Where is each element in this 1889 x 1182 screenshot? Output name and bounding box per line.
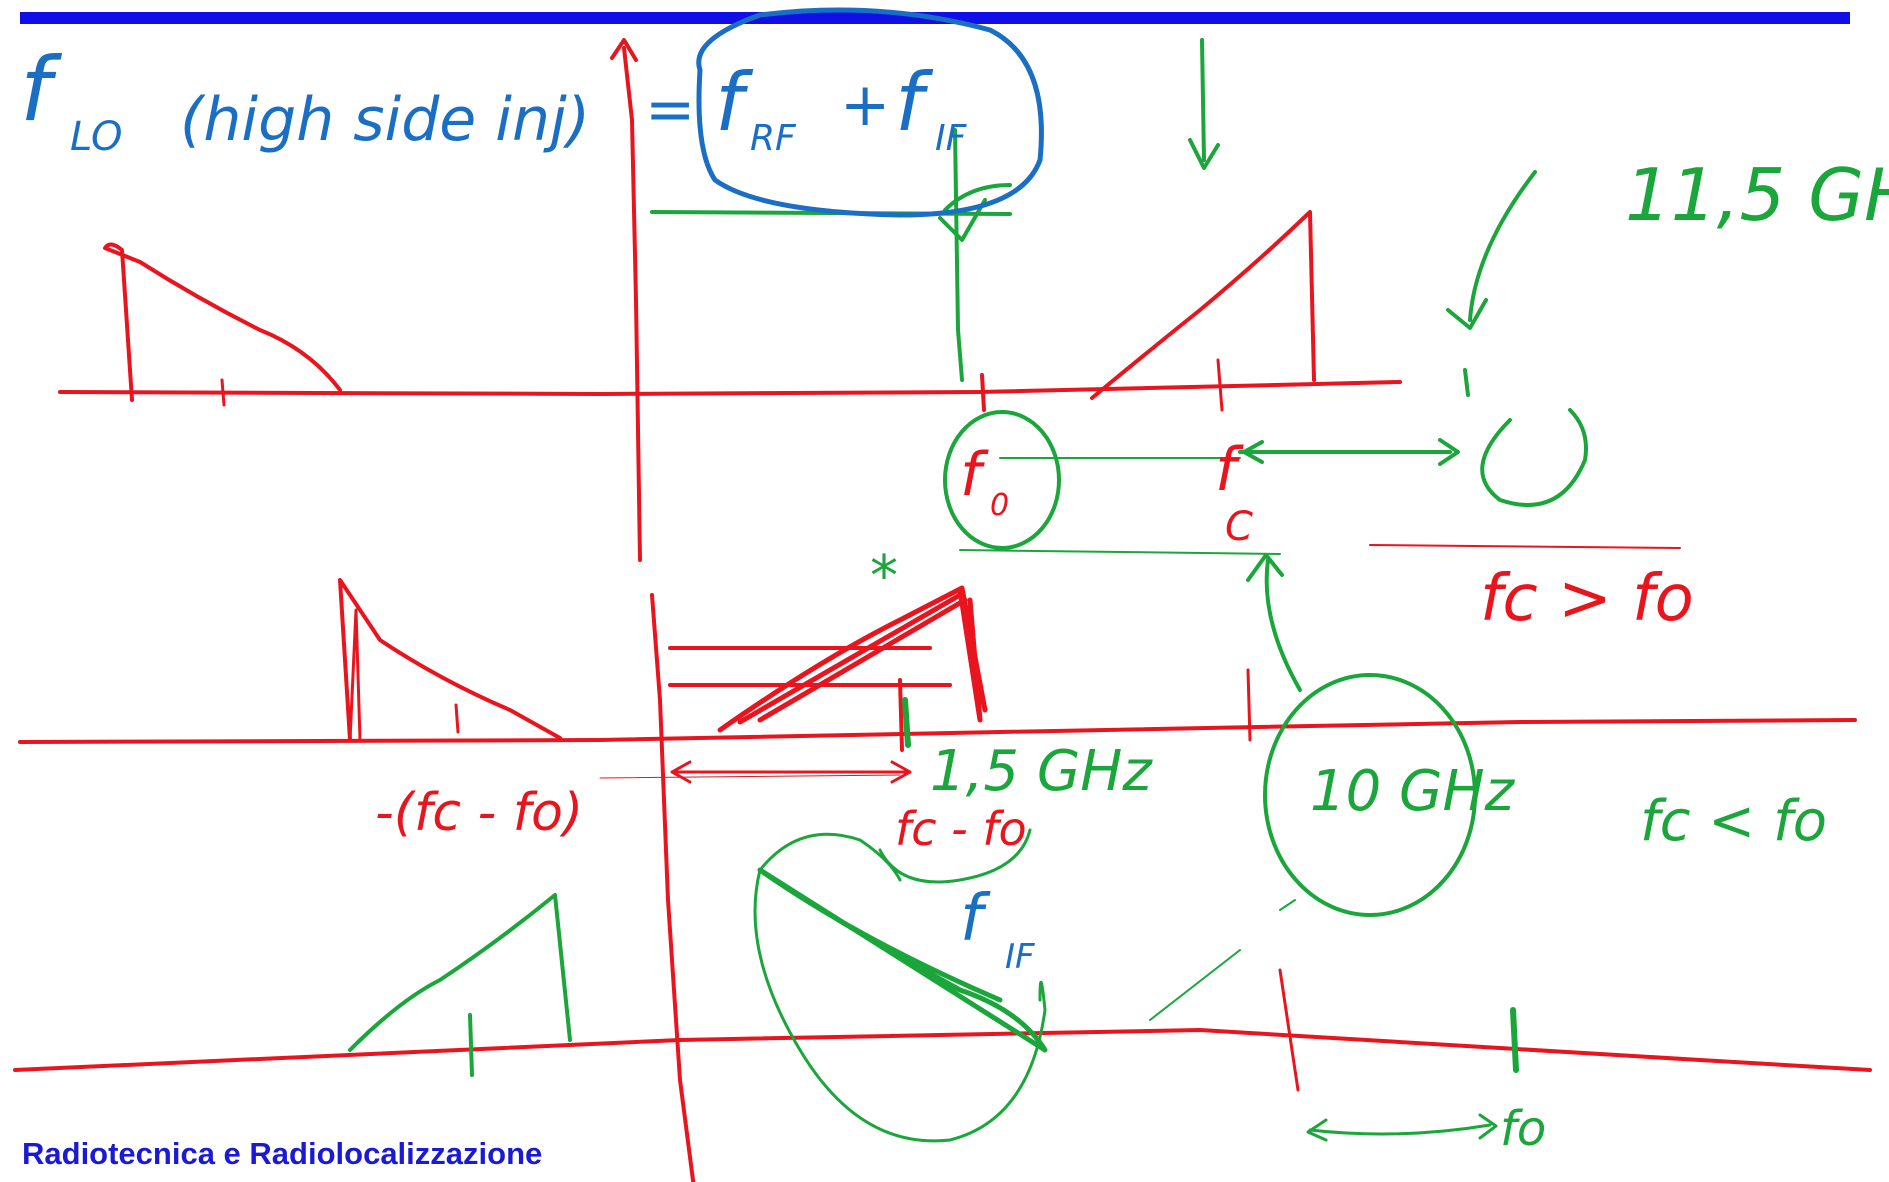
vertical-axis-top-arrow — [610, 38, 638, 62]
label-f0-circled-sub: 0 — [990, 488, 1009, 523]
label-fIF: f — [960, 882, 991, 956]
lo-formula-fRF-sub: RF — [750, 118, 797, 159]
lo-formula-fRF: f — [715, 56, 754, 149]
lo-formula-fIF-sub: IF — [935, 118, 968, 159]
row3-tick-fc — [1278, 968, 1300, 1092]
label-f0-circled: f — [960, 440, 989, 510]
green-up-arrow — [1246, 553, 1302, 692]
row2-faint-line — [599, 774, 901, 779]
blue-circle-rf-if — [696, 7, 1044, 218]
circle-11-5 — [1480, 408, 1588, 507]
label-1-5ghz: 1,5 GHz — [930, 739, 1153, 804]
green-down-arrow-top — [1188, 38, 1220, 170]
lo-formula-sub: LO — [70, 114, 123, 160]
label-fIF-sub: IF — [1005, 937, 1035, 977]
row1-left-tick — [220, 378, 226, 407]
row1-left-spectrum — [103, 242, 342, 402]
row2-right-fill2 — [757, 597, 968, 723]
lo-formula: f LO (high side inj) = f RF + f IF — [20, 38, 968, 160]
vertical-axis-top — [622, 46, 642, 562]
lo-formula-plus: + — [840, 70, 890, 140]
row1-tick-fo — [980, 373, 986, 412]
lo-formula-equals: = — [645, 75, 695, 145]
row2-left-spectrum — [338, 578, 562, 742]
label-fc: f — [1215, 435, 1244, 505]
row3-tick-fo — [1510, 1007, 1519, 1073]
row2-left-spectrum-b — [348, 608, 362, 742]
lo-green-down — [953, 128, 964, 382]
lo-formula-paren: (high side inj) — [180, 85, 590, 155]
green-double-arrow-fc — [1238, 438, 1460, 466]
row2-tick-fc — [1246, 668, 1252, 742]
lo-formula-fIF: f — [895, 56, 934, 149]
row1-right-spectrum — [1090, 210, 1316, 400]
horizontal-axis-3 — [13, 1028, 1872, 1072]
lo-formula-f: f — [20, 38, 63, 141]
green-curve-arrow — [1446, 170, 1537, 330]
row2-right-fill1 — [737, 592, 963, 725]
label-fc-minus-fo: fc - fo — [895, 802, 1027, 856]
circle-f0 — [943, 410, 1061, 550]
label-10ghz: 10 GHz — [1310, 759, 1516, 824]
label-fc-lt-fo: fc < fo — [1640, 789, 1827, 854]
label-f0-bottom: fo — [1500, 1101, 1546, 1157]
label-11-5ghz: 11,5 GHz — [1625, 153, 1889, 237]
row3-if-spectrum — [757, 867, 1048, 1053]
row3-double-arrow — [1306, 1113, 1498, 1142]
label-fc-sub: C — [1225, 504, 1253, 550]
green-small-tick — [1463, 368, 1470, 397]
vertical-axis-bottom — [650, 593, 696, 1182]
horizontal-axis-1 — [58, 380, 1402, 396]
row2-left-tick — [454, 703, 460, 734]
label-fc-gt-fo: fc > fo — [1480, 562, 1694, 636]
slide-footer: Radiotecnica e Radiolocalizzazione — [22, 1136, 543, 1171]
row3-left-tick — [468, 1013, 474, 1077]
row1-tick-fc — [1216, 358, 1224, 412]
row3-if-loop — [753, 832, 1047, 1143]
lo-green-tri — [938, 183, 1012, 242]
green-line-mid — [959, 549, 1281, 555]
label-minus-fc-fo: -(fc - fo) — [375, 783, 583, 843]
horizontal-axis-2 — [18, 718, 1857, 744]
circle-10ghz — [1263, 673, 1477, 917]
label-star: * — [870, 544, 898, 609]
fc-gt-fo-underline — [1369, 544, 1681, 549]
row2-double-arrow — [670, 760, 912, 784]
row3-right-dash — [1149, 899, 1296, 1021]
green-brace — [878, 828, 1032, 884]
row3-left-spectrum — [348, 893, 572, 1052]
green-1-5-tick — [902, 697, 911, 748]
row2-tick-mid — [898, 678, 904, 752]
